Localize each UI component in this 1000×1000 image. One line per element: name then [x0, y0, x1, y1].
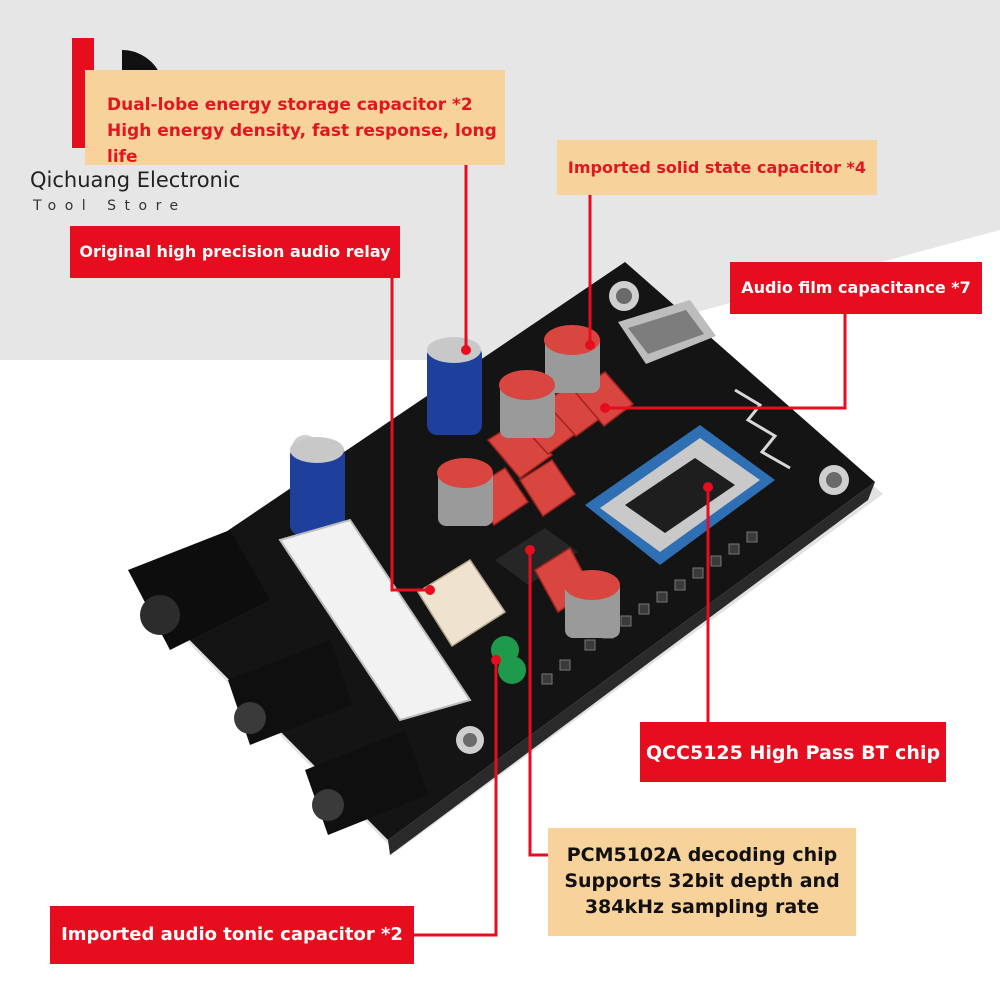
leader-tonic [414, 660, 498, 937]
film-capacitance-callout: Audio film capacitance *7 [730, 262, 982, 314]
leader-endpoints [425, 340, 713, 665]
brand-subtitle: Tool Store [33, 198, 187, 214]
energy-capacitor-callout: Dual-lobe energy storage capacitor *2 Hi… [85, 70, 505, 167]
decoding-chip-callout: PCM5102A decoding chip Supports 32bit de… [548, 828, 856, 936]
decoding-chip-line2: Supports 32bit depth and [564, 870, 840, 892]
bt-module-qcc5125 [585, 425, 775, 565]
decoding-chip-line1: PCM5102A decoding chip [566, 844, 838, 866]
white-terminal-connector [278, 518, 472, 722]
pcb-edge [388, 482, 875, 855]
dc-power-jack [128, 530, 270, 650]
audio-relay [416, 558, 507, 648]
bt-chip-callout: QCC5125 High Pass BT chip [640, 722, 946, 782]
callout-leader-lines [390, 165, 847, 937]
leader-pcm [528, 550, 548, 857]
decoding-chip-line3: 384kHz sampling rate [584, 896, 820, 918]
usb-c-connector [618, 300, 716, 364]
energy-capacitor-line1: Dual-lobe energy storage capacitor *2 [107, 95, 473, 115]
brand-name: Qichuang Electronic [30, 168, 241, 192]
decoding-chip-pcm5102a [495, 528, 578, 585]
antenna-silkscreen [734, 388, 791, 470]
audio-jack-1 [228, 640, 352, 745]
audio-relay-callout: Original high precision audio relay [70, 226, 400, 278]
solid-capacitor-callout: Imported solid state capacitor *4 [557, 140, 877, 195]
tonic-capacitor-callout: Imported audio tonic capacitor *2 [50, 906, 414, 964]
energy-capacitor-line2: High energy density, fast response, long… [107, 121, 497, 167]
leader-film [605, 314, 847, 410]
solid-state-capacitors [437, 325, 620, 638]
electrolytic-capacitors [290, 337, 482, 535]
leader-relay [390, 278, 430, 592]
audio-jack-2 [305, 730, 428, 835]
